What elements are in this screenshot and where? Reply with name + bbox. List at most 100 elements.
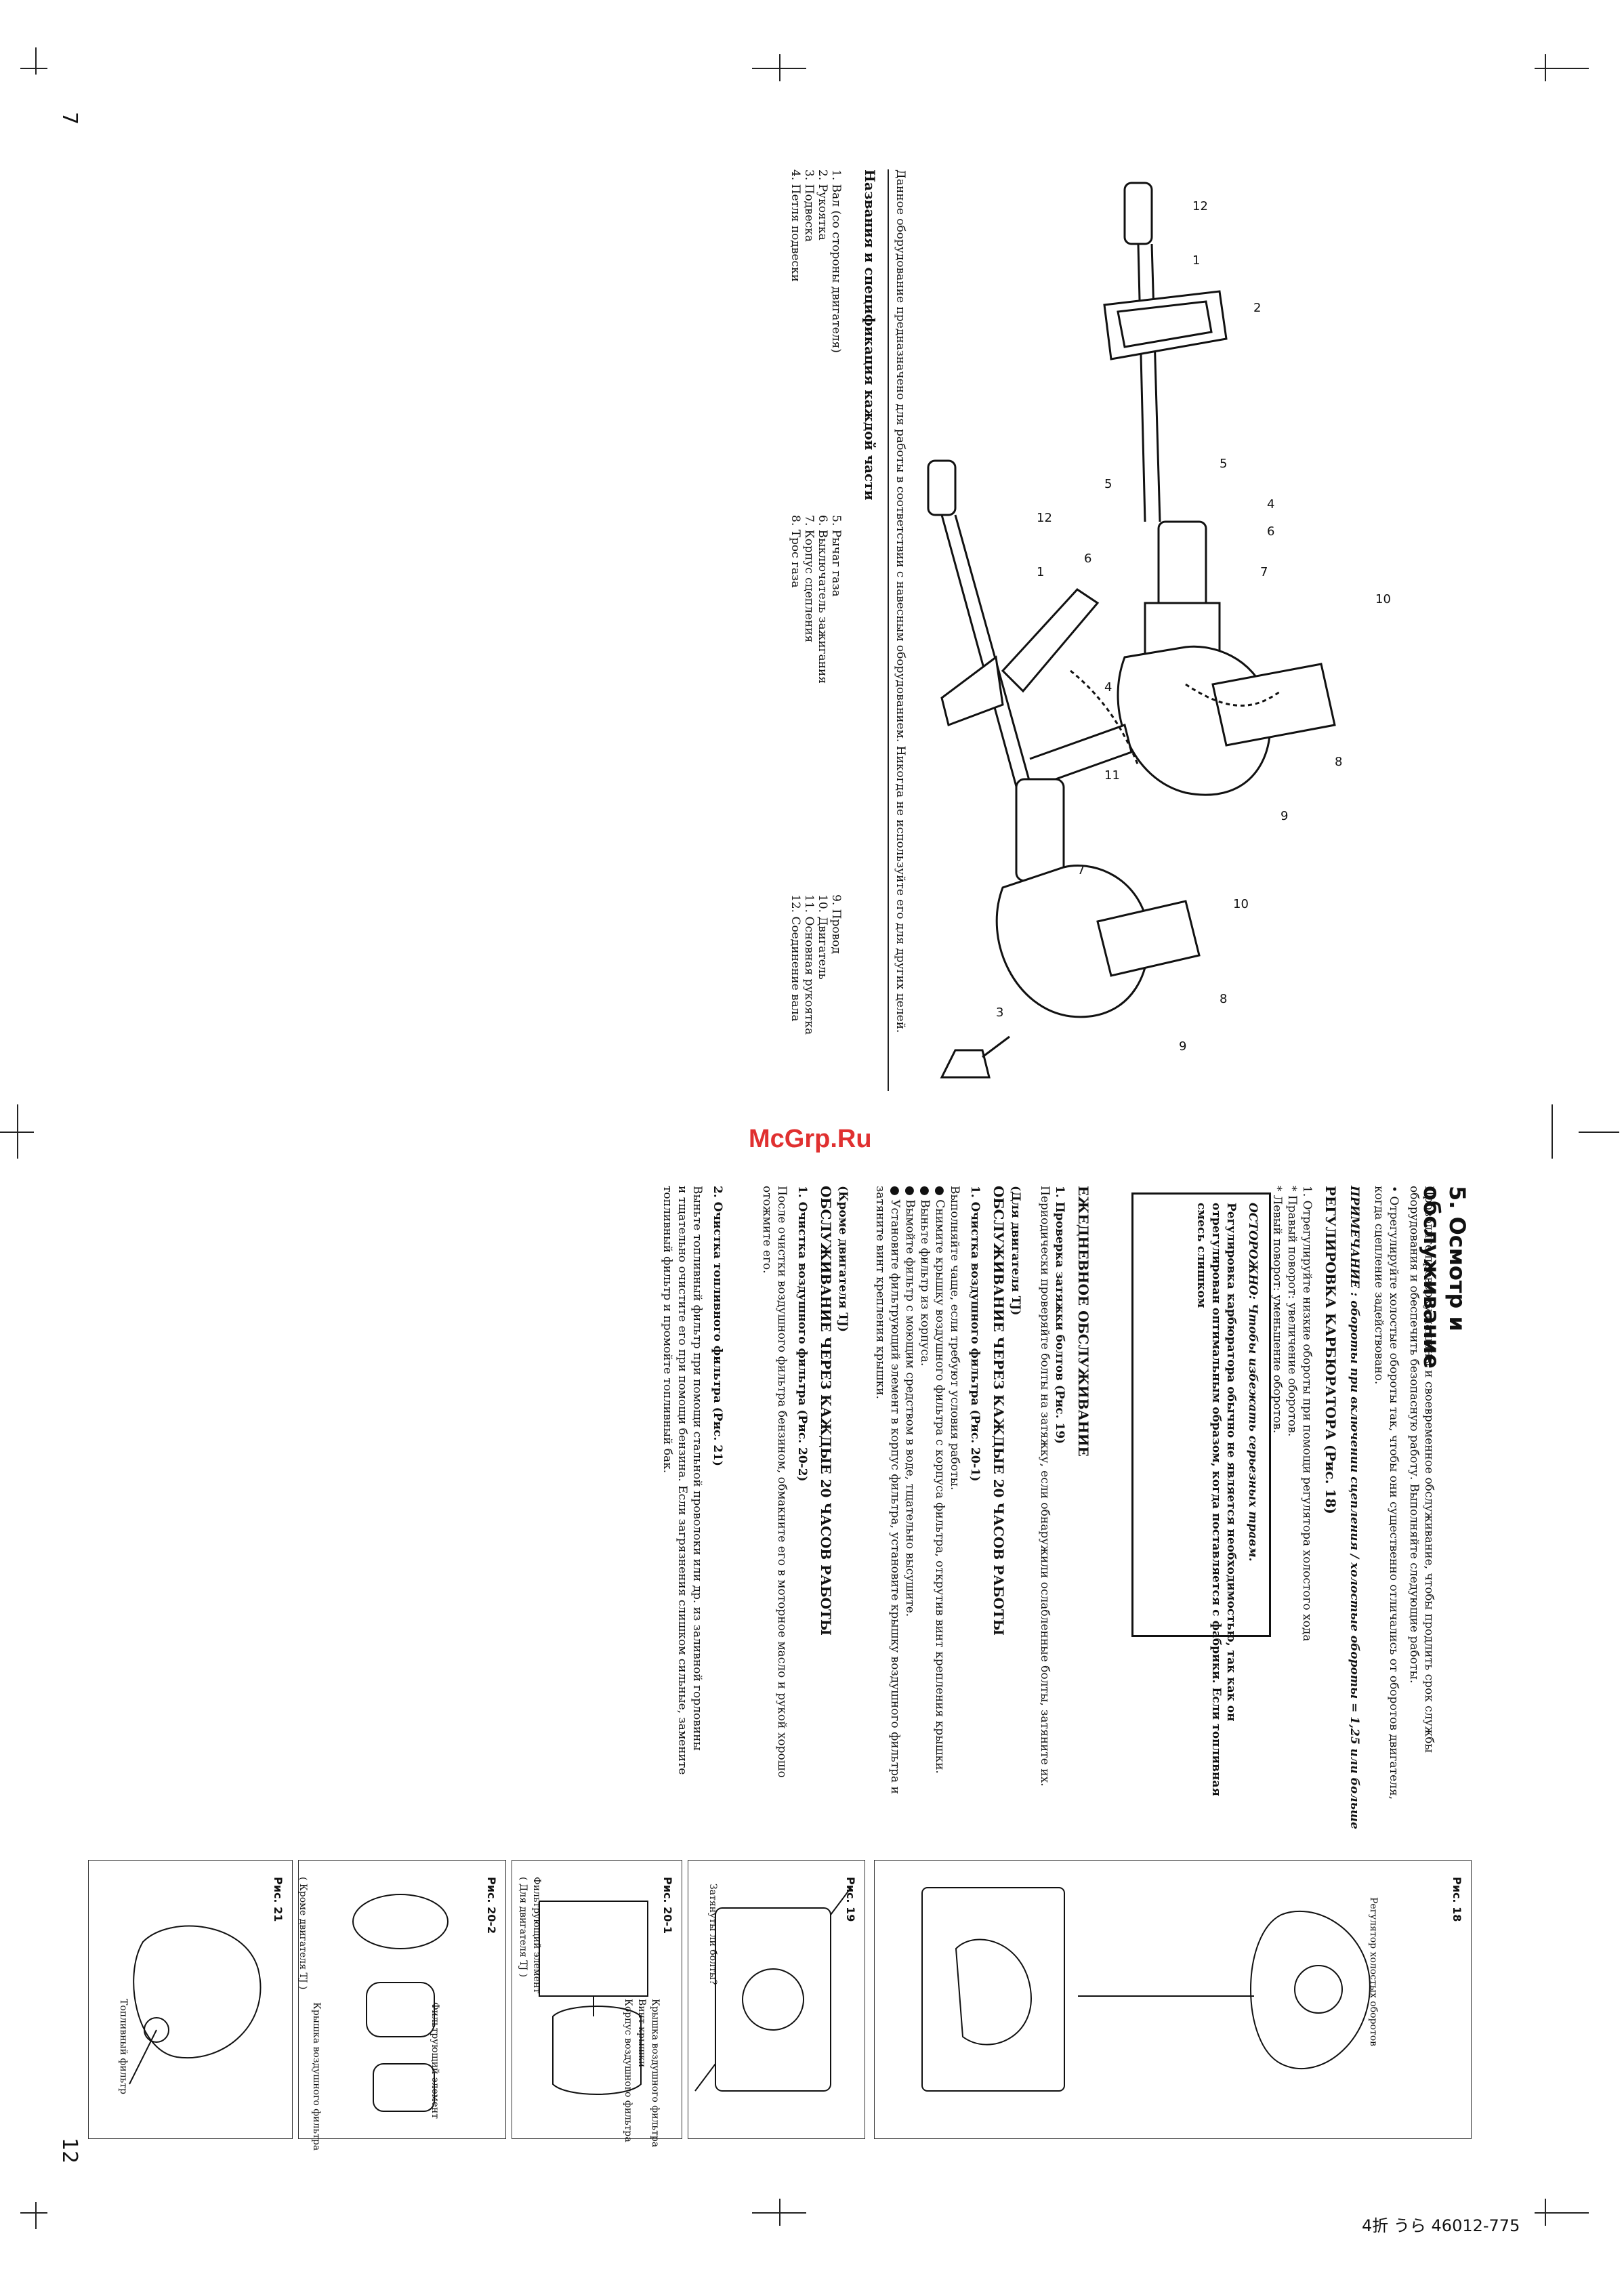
- air-text: ● Снимите крышку воздушного фильтра с ко…: [933, 1186, 946, 1774]
- figure-20-2: [298, 1860, 506, 2139]
- carb-item: * Правый поворот: увеличение оборотов.: [1285, 1186, 1299, 1437]
- daily-item: Периодически проверяйте болты на затяжку…: [1038, 1186, 1052, 1787]
- svg-text:9: 9: [1281, 809, 1288, 823]
- svg-text:12: 12: [1192, 199, 1208, 213]
- fig-id: Рис. 19: [844, 1877, 857, 1922]
- svg-text:6: 6: [1267, 524, 1274, 539]
- svg-text:12: 12: [1037, 511, 1052, 525]
- fig-id: Рис. 18: [1451, 1877, 1463, 1922]
- fuel-text: топливный фильтр и промойте топливный ба…: [661, 1186, 674, 1474]
- fig-label: Крышка воздушного фильтра: [311, 2002, 322, 2151]
- watermark: McGrp.Ru: [749, 1125, 872, 1153]
- air-filter-tj-figure: [539, 1901, 648, 2095]
- fig-label: Топливный фильтр: [118, 1999, 129, 2094]
- svg-text:1: 1: [1192, 253, 1200, 268]
- divider-rule: [888, 169, 889, 1091]
- fig-label: ( Кроме двигателя TJ ): [297, 1877, 308, 1990]
- svg-text:9: 9: [1179, 1039, 1186, 1054]
- right-page-number: 12: [58, 2138, 81, 2164]
- caution-line: Регулировка карбюратора обычно не являет…: [1224, 1203, 1238, 1722]
- svg-text:7: 7: [1260, 565, 1268, 579]
- air-heading: 1. Очистка воздушного фильтра (Рис. 20-1…: [968, 1186, 982, 1482]
- svg-text:3: 3: [996, 1005, 1003, 1020]
- caution-line: смесь слишком: [1194, 1203, 1208, 1308]
- air-text: ● Установите фильтрующий элемент в корпу…: [888, 1186, 902, 1794]
- svg-text:4: 4: [1267, 497, 1274, 512]
- parts-col3-item: 10. Двигатель: [816, 894, 829, 980]
- air-text: Выполняйте чаще, если требуют условия ра…: [948, 1186, 961, 1491]
- bullet-line: когда сцепление задействовано.: [1372, 1186, 1386, 1385]
- carb-heading: РЕГУЛИРОВКА КАРБЮРАТОРА (Рис. 18): [1323, 1186, 1339, 1514]
- parts-col3-item: 12. Соединение вала: [789, 894, 802, 1022]
- parts-heading: Названия и спецификация каждой части: [862, 169, 878, 501]
- air2-text: После очистки воздушного фильтра бензино…: [775, 1186, 789, 1778]
- parts-col2-item: 5. Рычаг газа: [829, 515, 843, 597]
- bullet-line: • Отрегулируйте холостые обороты так, чт…: [1387, 1186, 1400, 1800]
- fig-label: Регулятор холостых оборотов: [1368, 1897, 1379, 2047]
- fig-label: Фильтрующий элемент: [430, 2002, 440, 2119]
- svg-text:8: 8: [1220, 992, 1227, 1006]
- caution-box: [1131, 1192, 1271, 1637]
- svg-text:4: 4: [1104, 680, 1112, 694]
- parts-col3-item: 9. Провод: [829, 894, 843, 954]
- left-intro: Данное оборудование предназначено для ра…: [894, 169, 907, 1033]
- svg-text:10: 10: [1375, 592, 1391, 606]
- figure-18: [874, 1860, 1472, 2139]
- note: ПРИМЕЧАНИЕ : обороты при включении сцепл…: [1348, 1186, 1361, 1829]
- svg-text:11: 11: [1104, 768, 1120, 783]
- svg-text:1: 1: [1037, 565, 1044, 579]
- air-text: затяните винт крепления крышки.: [873, 1186, 887, 1399]
- fuel-text: и тщательно очистите его при помощи бенз…: [675, 1186, 689, 1775]
- figure-19: [688, 1860, 865, 2139]
- except-label: (Кроме двигателя TJ): [836, 1186, 850, 1332]
- intro-line: оборудования и обеспечить безопасную раб…: [1407, 1186, 1421, 1684]
- fuel-text: Выньте топливный фильтр при помощи сталь…: [690, 1186, 704, 1751]
- footer-code: 4折 うら 46012-775: [1362, 2216, 1520, 2235]
- intro-line: Проводите проверку машины и своевременно…: [1422, 1186, 1436, 1753]
- parts-col1-item: 4. Петля подвески: [789, 169, 802, 282]
- carb-item: 1. Отрегулируйте низкие обороты при помо…: [1300, 1186, 1314, 1642]
- svg-text:5: 5: [1104, 477, 1112, 491]
- fuel-filter-figure: [129, 1925, 262, 2085]
- fig-label: Корпус воздушного фильтра: [623, 1999, 633, 2142]
- parts-col1-item: 1. Вал (со стороны двигателя): [829, 169, 843, 353]
- air2-heading: 1. Очистка воздушного фильтра (Рис. 20-2…: [795, 1186, 809, 1482]
- fig-label: Фильтрующий элемент: [531, 1877, 542, 1993]
- fig-label: ( Для двигателя TJ ): [518, 1877, 528, 1978]
- svg-text:7: 7: [1077, 863, 1085, 877]
- fig-id: Рис. 20-1: [661, 1877, 674, 1934]
- fig-id: Рис. 20-2: [485, 1877, 498, 1934]
- parts-col3-item: 11. Основная рукоятка: [802, 894, 816, 1035]
- fig-label: Крышка воздушного фильтра: [650, 1999, 661, 2148]
- svg-text:8: 8: [1335, 755, 1342, 769]
- parts-col2-item: 8. Трос газа: [789, 515, 802, 588]
- tj-label: (Для двигателя TJ): [1009, 1186, 1022, 1316]
- fig-label: Затянуты ли болты?: [707, 1884, 718, 1985]
- carb-item: * Левый поворот: уменьшение оборотов.: [1270, 1186, 1284, 1434]
- figure-21: [88, 1860, 293, 2139]
- carburetor-figure: [921, 1887, 1371, 2092]
- fuel-heading: 2. Очистка топливного фильтра (Рис. 21): [711, 1186, 724, 1466]
- parts-col2-item: 6. Выключатель зажигания: [816, 515, 829, 684]
- fig-label: Винт крышки: [636, 1999, 647, 2068]
- left-page-number: 7: [58, 112, 81, 125]
- h20-heading: ОБСЛУЖИВАНИЕ ЧЕРЕЗ КАЖДЫЕ 20 ЧАСОВ РАБОТ…: [991, 1186, 1007, 1636]
- air-filter-figure: [352, 1894, 449, 2112]
- parts-col1-item: 2. Рукоятка: [816, 169, 829, 241]
- air-text: ● Выньте фильтр из корпуса.: [918, 1186, 932, 1367]
- parts-col1-item: 3. Подвеска: [802, 169, 816, 243]
- parts-col2-item: 7. Корпус сцепления: [802, 515, 816, 643]
- h20-heading-2: ОБСЛУЖИВАНИЕ ЧЕРЕЗ КАЖДЫЕ 20 ЧАСОВ РАБОТ…: [818, 1186, 834, 1636]
- caution-line: отрегулирован оптимальным образом, когда…: [1209, 1203, 1223, 1796]
- daily-item: 1. Проверка затяжки болтов (Рис. 19): [1053, 1186, 1066, 1445]
- svg-text:5: 5: [1220, 457, 1227, 471]
- air2-text: отожмите его.: [760, 1186, 774, 1274]
- caution-line: ОСТОРОЖНО: Чтобы избежать серьезных трав…: [1246, 1203, 1259, 1562]
- svg-text:10: 10: [1233, 897, 1249, 911]
- bolts-figure: [694, 1887, 852, 2092]
- daily-heading: ЕЖЕДНЕВНОЕ ОБСЛУЖИВАНИЕ: [1075, 1186, 1091, 1457]
- svg-text:2: 2: [1253, 301, 1261, 315]
- air-text: ● Вымойте фильтр с моющим средством в во…: [903, 1186, 917, 1617]
